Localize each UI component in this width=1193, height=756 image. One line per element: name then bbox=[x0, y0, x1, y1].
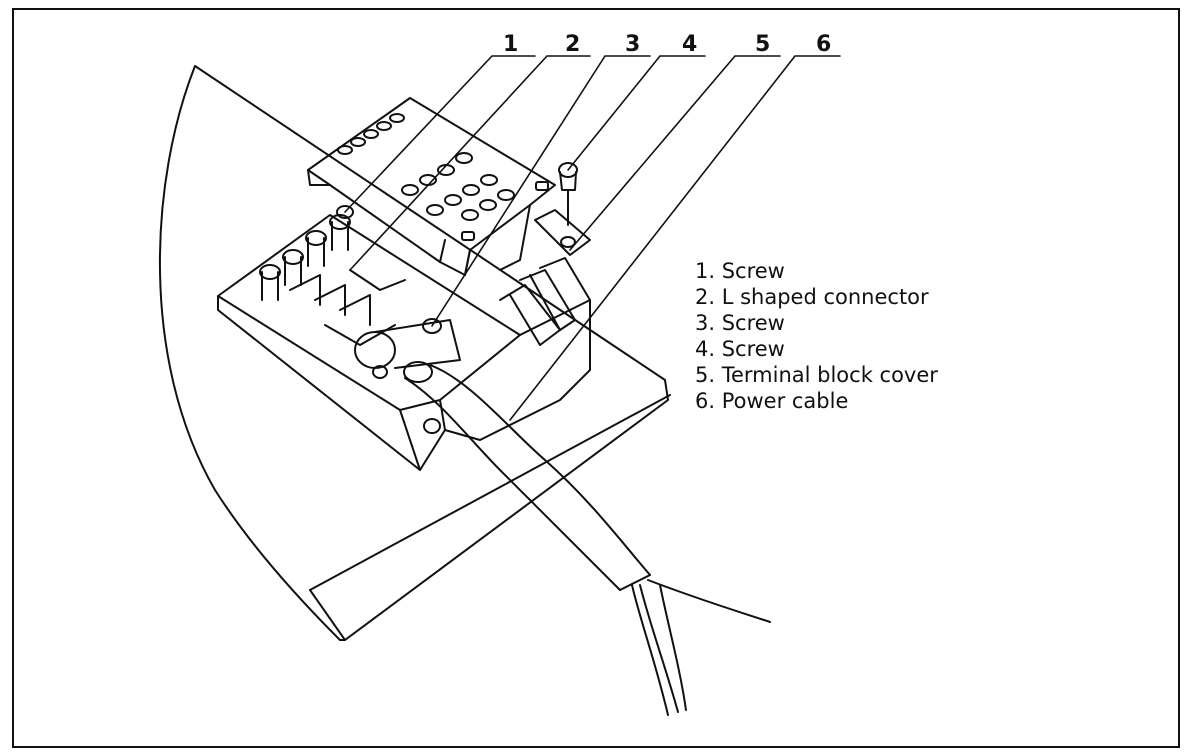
legend-item: 4. Screw bbox=[695, 337, 785, 361]
callout-6: 6 bbox=[816, 32, 832, 57]
legend-item: 2. L shaped connector bbox=[695, 285, 929, 309]
legend-item: 6. Power cable bbox=[695, 389, 849, 413]
legend-item: 5. Terminal block cover bbox=[695, 363, 938, 387]
callout-5: 5 bbox=[755, 32, 771, 57]
cable-clamp bbox=[354, 318, 461, 434]
leader-2 bbox=[349, 55, 591, 271]
callout-1: 1 bbox=[503, 32, 519, 57]
l-shaped-connectors bbox=[289, 269, 406, 346]
legend-item: 1. Screw bbox=[695, 259, 785, 283]
callout-4: 4 bbox=[682, 32, 698, 57]
leader-4 bbox=[567, 55, 706, 171]
power-cable bbox=[403, 361, 771, 716]
parts-legend: 1. Screw 2. L shaped connector 3. Screw … bbox=[695, 258, 938, 414]
heat-fins bbox=[499, 257, 591, 346]
leader-5 bbox=[569, 55, 781, 251]
leader-6 bbox=[509, 55, 841, 421]
leader-1 bbox=[344, 55, 536, 213]
callout-leaders bbox=[344, 55, 841, 421]
housing-plate bbox=[159, 65, 671, 641]
terminal-block-base bbox=[217, 214, 591, 471]
figure-frame bbox=[12, 8, 1180, 748]
callout-2: 2 bbox=[565, 32, 581, 57]
legend-item: 3. Screw bbox=[695, 311, 785, 335]
callout-3: 3 bbox=[625, 32, 641, 57]
screw-terminals bbox=[259, 205, 354, 301]
cover-tab bbox=[534, 162, 591, 256]
leader-3 bbox=[431, 55, 651, 327]
terminal-block-cover bbox=[307, 97, 556, 276]
